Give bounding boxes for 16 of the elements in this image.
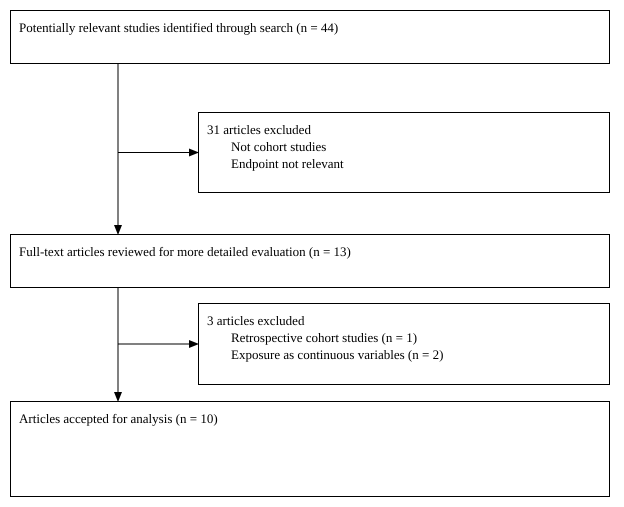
- arrow: [118, 288, 199, 348]
- process-box: [10, 10, 610, 64]
- list-item: Not cohort studies: [230, 138, 328, 155]
- box-text: Potentially relevant studies identified through search (n = 44): [19, 19, 340, 36]
- box-text: Articles accepted for analysis (n = 10): [19, 410, 219, 427]
- box-text: Full-text articles reviewed for more detailed evaluation (n = 13): [19, 243, 352, 260]
- box-text: 3 articles excluded: [207, 312, 306, 329]
- box-text: 31 articles excluded: [207, 121, 312, 138]
- process-box: [10, 234, 610, 288]
- process-box: [198, 303, 610, 385]
- arrow: [118, 64, 199, 156]
- list-item: Endpoint not relevant: [230, 155, 345, 172]
- process-box: [10, 401, 610, 497]
- list-item: Retrospective cohort studies (n = 1): [230, 329, 418, 346]
- list-item: Exposure as continuous variables (n = 2): [230, 346, 444, 363]
- process-box: [198, 112, 610, 193]
